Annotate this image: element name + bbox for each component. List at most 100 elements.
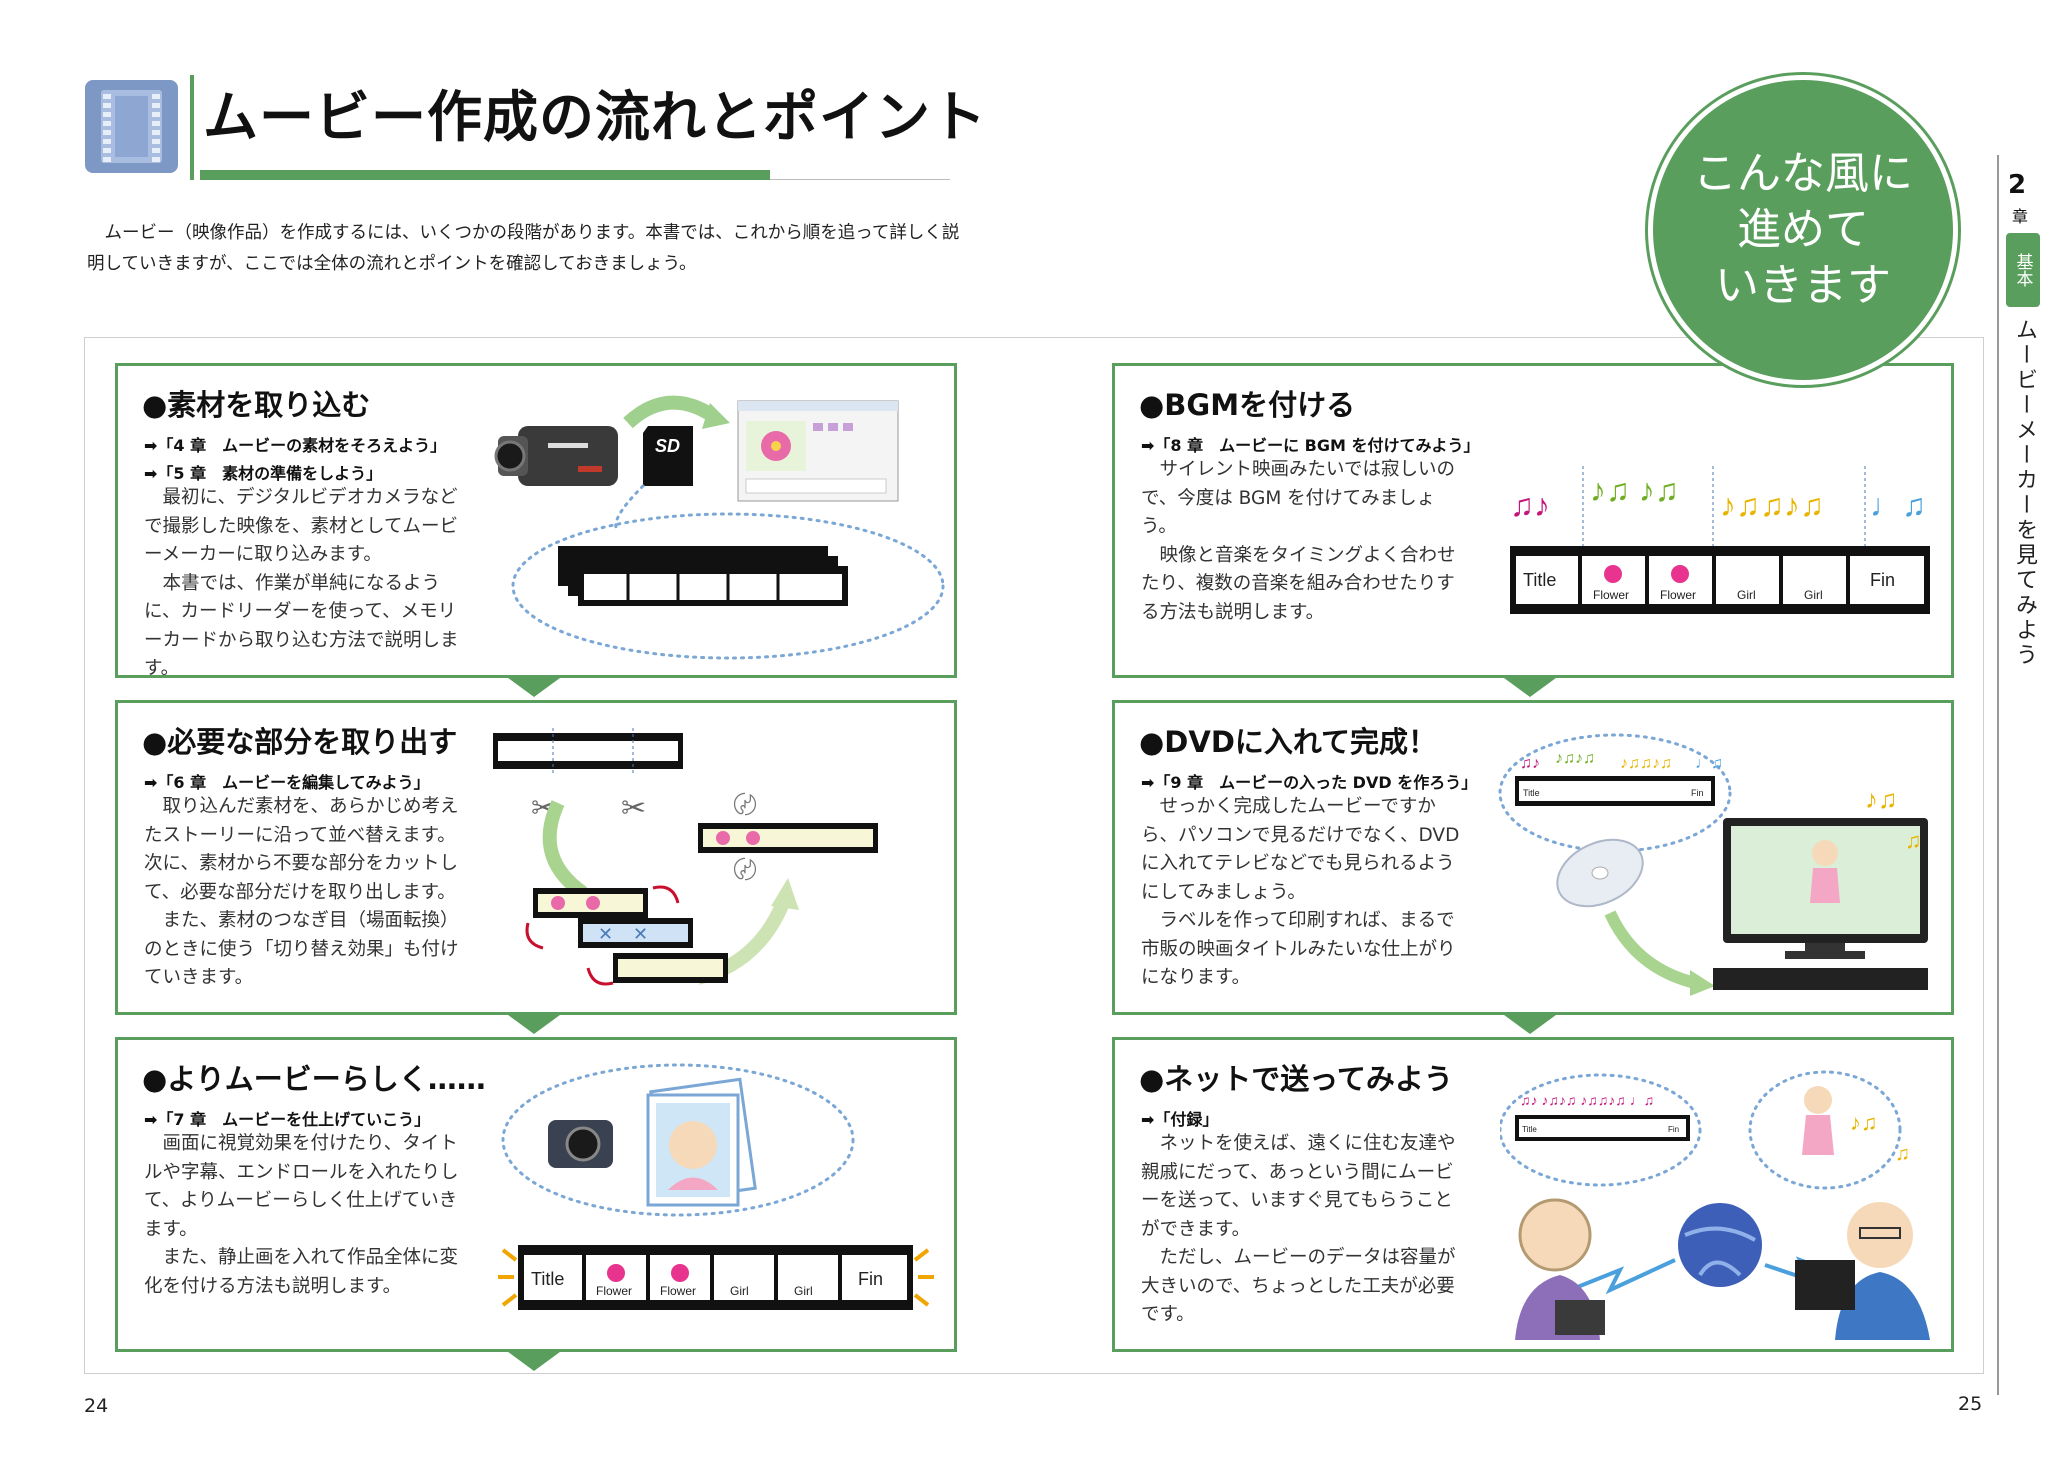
flow-arrow — [504, 1012, 564, 1034]
title-divider — [190, 75, 194, 180]
paragraph: また、静止画を入れて作品全体に変化を付ける方法も説明します。 — [144, 1247, 458, 1297]
title-hairline — [770, 179, 950, 180]
svg-text:✕: ✕ — [598, 924, 613, 944]
step-card-import: ●素材を取り込む ➡「4 章 ムービーの素材をそろえよう」 ➡「5 章 素材の準… — [115, 363, 957, 679]
step-card-polish: ●よりムービーらしく…… ➡「7 章 ムービーを仕上げていこう」 画面に視覚効果… — [115, 1037, 957, 1352]
music-notes-icon: ♪♫♫♪♫ — [1720, 487, 1824, 523]
step-card-share: ●ネットで送ってみよう ➡「付録」 ネットを使えば、遠くに住む友達や親戚にだって… — [1112, 1037, 1954, 1352]
chapter-number: 2 — [2008, 170, 2027, 200]
paragraph: 最初に、デジタルビデオカメラなどで撮影した映像を、素材としてムービーメーカーに取… — [144, 487, 458, 565]
import-illustration: SD — [494, 395, 945, 660]
svg-text:♫♪ ♪♫♪♫ ♪♫♫♪♫ ♩♫: ♫♪ ♪♫♪♫ ♪♫♫♪♫ ♩♫ — [1520, 1092, 1654, 1108]
frame-label: Flower — [1593, 588, 1629, 602]
tv-icon — [1713, 818, 1928, 990]
step-title: ●DVDに入れて完成！ — [1139, 725, 1438, 759]
video-camera-icon — [494, 426, 618, 486]
chapter-reference: ➡「8 章 ムービーに BGM を付けてみよう」 — [1141, 436, 1480, 455]
frame-label: Title — [1523, 788, 1540, 798]
edit-illustration: ✂ ✂ 〄 〄 ✕✕ — [493, 728, 878, 986]
step-title: ●素材を取り込む — [142, 388, 371, 422]
film-strip-stack — [558, 546, 848, 606]
frame-label: Girl — [730, 1284, 749, 1298]
chapter-label: 章 — [2012, 207, 2029, 226]
flow-arrow — [504, 1349, 564, 1371]
page-number-left: 24 — [84, 1395, 109, 1417]
frame-label: Flower — [1660, 588, 1696, 602]
paragraph: 取り込んだ素材を、あらかじめ考えたストーリーに沿って並べ替えます。次に、素材から… — [144, 796, 459, 903]
svg-text:♩♫: ♩♫ — [1695, 755, 1723, 772]
person-woman — [1515, 1198, 1605, 1340]
step-body: 画面に視覚効果を付けたり、タイトルや字幕、エンドロールを入れたりして、よりムービ… — [144, 1130, 474, 1301]
paragraph: また、素材のつなぎ目（場面転換）のときに使う「切り替え効果」も付けていきます。 — [144, 910, 459, 988]
music-notes-icon: ♫♪ — [1510, 487, 1550, 523]
step-card-bgm: ●BGMを付ける ➡「8 章 ムービーに BGM を付けてみよう」 サイレント映… — [1112, 363, 1954, 678]
sd-card-icon: SD — [643, 426, 693, 486]
badge-line: こんな風に — [1693, 148, 1913, 199]
step-body: せっかく完成したムービーですから、パソコンで見るだけでなく、DVD に入れてテレ… — [1141, 793, 1471, 993]
paragraph: 映像と音楽をタイミングよく合わせたり、複数の音楽を組み合わせたりする方法も説明し… — [1141, 544, 1456, 623]
frame-label: Girl — [794, 1284, 813, 1298]
film-icon — [85, 80, 178, 173]
frame-label: Fin — [1668, 1125, 1679, 1134]
svg-text:♫♪: ♫♪ — [1520, 755, 1540, 772]
step-card-dvd: ●DVDに入れて完成！ ➡「9 章 ムービーの入った DVD を作ろう」 せっか… — [1112, 700, 1954, 1015]
bgm-illustration: ♫♪ ♪♫ ♪♫ ♪♫♫♪♫ ♩♫ Title Flower Flower Gi… — [1510, 466, 1930, 614]
scissors-icon: ✂ — [621, 792, 646, 825]
svg-text:♪♫♪♫: ♪♫♪♫ — [1555, 750, 1595, 767]
step-body: サイレント映画みたいでは寂しいので、今度は BGM を付けてみましょう。 映像と… — [1141, 456, 1471, 627]
photo-print-icon — [646, 1077, 757, 1207]
badge-line: いきます — [1715, 260, 1891, 311]
step-title: ●ネットで送ってみよう — [1139, 1062, 1453, 1096]
frame-label: Title — [1523, 570, 1556, 590]
frame-label: Fin — [858, 1269, 883, 1289]
chapter-reference: ➡「9 章 ムービーの入った DVD を作ろう」 — [1141, 773, 1478, 792]
chapter-reference: ➡「4 章 ムービーの素材をそろえよう」 — [144, 436, 447, 455]
step-title: ●よりムービーらしく…… — [142, 1062, 486, 1096]
music-notes-icon: ♩♫ — [1870, 487, 1926, 523]
chapter-title: ムービーメーカーを見てみよう — [2012, 318, 2037, 668]
flow-arrow — [1500, 1012, 1560, 1034]
paragraph: せっかく完成したムービーですから、パソコンで見るだけでなく、DVD に入れてテレ… — [1141, 796, 1460, 903]
svg-text:♪♫: ♪♫ — [1850, 1110, 1878, 1135]
title-underline — [200, 170, 770, 180]
chapter-reference: ➡「7 章 ムービーを仕上げていこう」 — [144, 1110, 431, 1129]
svg-text:♪♫: ♪♫ — [1865, 784, 1898, 814]
globe-icon — [1678, 1203, 1762, 1287]
person-man — [1795, 1202, 1930, 1340]
paragraph: 画面に視覚効果を付けたり、タイトルや字幕、エンドロールを入れたりして、よりムービ… — [144, 1133, 459, 1240]
svg-text:♫: ♫ — [1895, 1143, 1910, 1165]
frame-label: Fin — [1870, 570, 1895, 590]
paragraph: ラベルを作って印刷すれば、まるで市販の映画タイトルみたいな仕上がりになります。 — [1141, 910, 1456, 988]
content-frame — [84, 337, 1984, 1374]
step-title: ●必要な部分を取り出す — [142, 725, 458, 759]
step-card-extract: ●必要な部分を取り出す ➡「6 章 ムービーを編集してみよう」 取り込んだ素材を… — [115, 700, 957, 1015]
chapter-reference: ➡「5 章 素材の準備をしよう」 — [144, 464, 383, 483]
tape-icon: 〄 — [733, 857, 757, 884]
step-body: ネットを使えば、遠くに住む友達や親戚にだって、あっという間にムービーを送って、い… — [1141, 1130, 1471, 1330]
step-body: 最初に、デジタルビデオカメラなどで撮影した映像を、素材としてムービーメーカーに取… — [144, 484, 474, 684]
flow-arrow — [1500, 675, 1560, 697]
intro-text: ムービー（映像作品）を作成するには、いくつかの段階があります。本書では、これから… — [87, 223, 960, 274]
polish-illustration: Title Flower Flower Girl Girl Fin — [498, 1063, 934, 1310]
share-illustration: Title Fin ♫♪ ♪♫♪♫ ♪♫♫♪♫ ♩♫ ♪♫ ♫ — [1500, 1070, 1930, 1340]
svg-text:✕: ✕ — [633, 924, 648, 944]
svg-text:♪♫♫♪♫: ♪♫♫♪♫ — [1620, 755, 1672, 772]
frame-label: Title — [531, 1269, 564, 1289]
frame-label: Title — [1522, 1125, 1537, 1134]
page-number-right: 25 — [1958, 1393, 1983, 1415]
frame-label: Girl — [1804, 588, 1823, 602]
step-body: 取り込んだ素材を、あらかじめ考えたストーリーに沿って並べ替えます。次に、素材から… — [144, 793, 474, 993]
paragraph: サイレント映画みたいでは寂しいので、今度は BGM を付けてみましょう。 — [1141, 459, 1455, 537]
paragraph: ネットを使えば、遠くに住む友達や親戚にだって、あっという間にムービーを送って、い… — [1141, 1133, 1456, 1240]
software-window-icon — [737, 400, 899, 502]
paragraph: ただし、ムービーのデータは容量が大きいので、ちょっとした工夫が必要です。 — [1141, 1247, 1456, 1325]
frame-label: Fin — [1691, 788, 1704, 798]
paragraph: 本書では、作業が単純になるように、カードリーダーを使って、メモリーカードから取り… — [144, 572, 459, 680]
dvd-illustration: ♫♪♪♫♪♫ ♪♫♫♪♫♩♫ Title Fin ♪♫ ♫ — [1498, 733, 1928, 996]
dvd-disc-icon — [1556, 838, 1644, 908]
sd-label: SD — [655, 436, 680, 456]
side-divider — [1997, 155, 1999, 1395]
category-tag: 基本 — [2006, 233, 2040, 307]
music-notes-icon: ♪♫ ♪♫ — [1590, 472, 1679, 508]
page-title: ムービー作成の流れとポイント — [203, 85, 988, 149]
